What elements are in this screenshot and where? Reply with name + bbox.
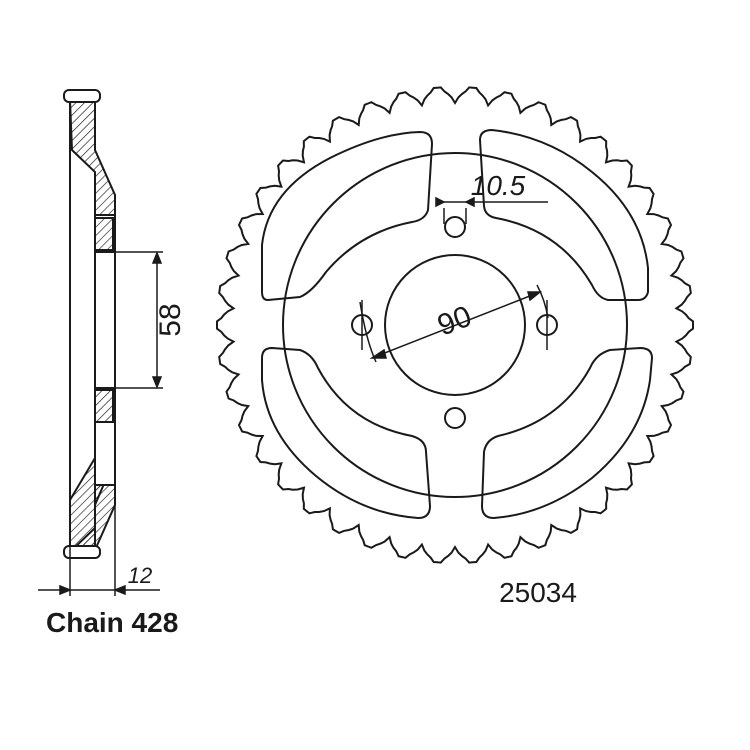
- bolt-circle-dimension: [359, 284, 549, 363]
- hub-ring: [282, 152, 628, 498]
- hub-lower-hatch: [94, 389, 114, 423]
- side-profile-view: [63, 89, 116, 559]
- part-number-label: 25034: [499, 577, 577, 608]
- bolt-hole-center-marks: [361, 208, 548, 350]
- sprocket-teeth-outline: [216, 86, 694, 564]
- cutout-bottom-right: [480, 346, 654, 520]
- thickness-label: 12: [128, 563, 152, 588]
- bottom-tooth-tip: [63, 545, 101, 559]
- bolt-hole-top: [444, 216, 466, 238]
- hub-width-label: 58: [154, 303, 187, 336]
- hub-profile: [94, 214, 116, 486]
- thickness-dimension: [38, 485, 160, 596]
- chain-label: Chain 428: [46, 607, 178, 638]
- hub-width-dimension: [115, 250, 163, 390]
- upper-hatched-section: [68, 99, 116, 216]
- top-tooth-tip: [63, 89, 101, 103]
- cutout-top-left: [261, 130, 434, 302]
- sprocket-front-view: [216, 86, 694, 564]
- bolt-hole-bottom: [444, 407, 466, 429]
- hub-upper-hatch: [94, 217, 114, 251]
- cutout-top-right: [478, 128, 649, 301]
- hole-spacing-dimension: [435, 196, 548, 208]
- bolt-circle-label: 90: [433, 300, 476, 343]
- cutout-bottom-left: [261, 346, 432, 520]
- center-bore: [384, 254, 526, 396]
- hole-spacing-label: 10.5: [471, 170, 526, 201]
